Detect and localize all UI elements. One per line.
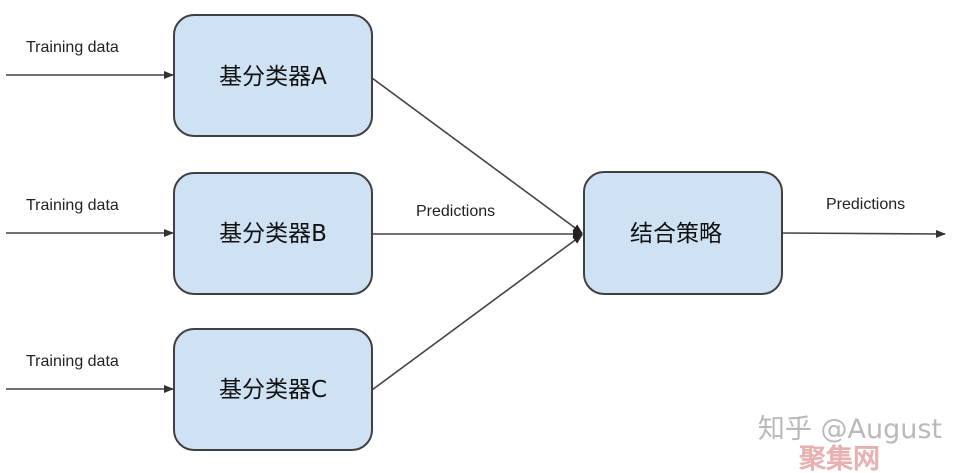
watermark-text: 知乎 @August	[758, 414, 942, 445]
combiner-label: 结合策略	[630, 221, 722, 247]
predictions-label-output: Predictions	[826, 196, 905, 213]
classifier-label-b: 基分类器B	[219, 221, 327, 247]
input-label-b: Training data	[26, 197, 119, 214]
input-label-a: Training data	[26, 39, 119, 56]
edge-c-to-combiner	[371, 234, 583, 391]
predictions-label-middle: Predictions	[416, 203, 495, 220]
classifier-box-c: 基分类器C	[173, 328, 373, 451]
classifier-label-a: 基分类器A	[219, 64, 327, 90]
watermark-subtext: 聚集网	[798, 443, 880, 473]
edge-a-to-combiner	[371, 77, 583, 234]
classifier-box-a: 基分类器A	[173, 14, 373, 137]
output-arrow	[781, 229, 946, 238]
combiner-box: 结合策略	[583, 171, 783, 295]
classifier-label-c: 基分类器C	[219, 377, 327, 403]
classifier-box-b: 基分类器B	[173, 172, 373, 295]
input-label-c: Training data	[26, 353, 119, 370]
